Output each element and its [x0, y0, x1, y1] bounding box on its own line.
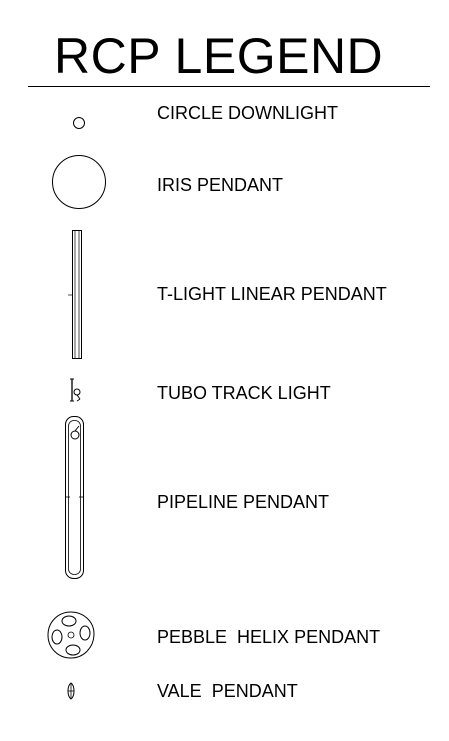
title-underline	[28, 86, 430, 87]
iris-pendant-icon	[51, 154, 107, 210]
legend-label-pipeline-pendant: PIPELINE PENDANT	[157, 492, 330, 512]
legend-label-iris-pendant: IRIS PENDANT	[157, 175, 284, 195]
legend-label-tubo-track-light: TUBO TRACK LIGHT	[157, 383, 331, 403]
pipeline-pendant-icon	[62, 414, 88, 582]
legend-title: RCP LEGEND	[54, 28, 384, 84]
pebble-helix-pendant-icon	[46, 610, 96, 660]
tubo-track-light-icon	[68, 377, 84, 403]
legend-label-pebble-helix-pendant: PEBBLE HELIX PENDANT	[157, 627, 381, 647]
legend-label-t-light-linear-pendant: T-LIGHT LINEAR PENDANT	[157, 284, 387, 304]
legend-label-vale-pendant: VALE PENDANT	[157, 681, 298, 701]
circle-downlight-icon	[72, 116, 86, 130]
vale-pendant-icon	[64, 681, 78, 701]
t-light-linear-pendant-icon	[66, 229, 86, 361]
legend-label-circle-downlight: CIRCLE DOWNLIGHT	[157, 103, 339, 123]
